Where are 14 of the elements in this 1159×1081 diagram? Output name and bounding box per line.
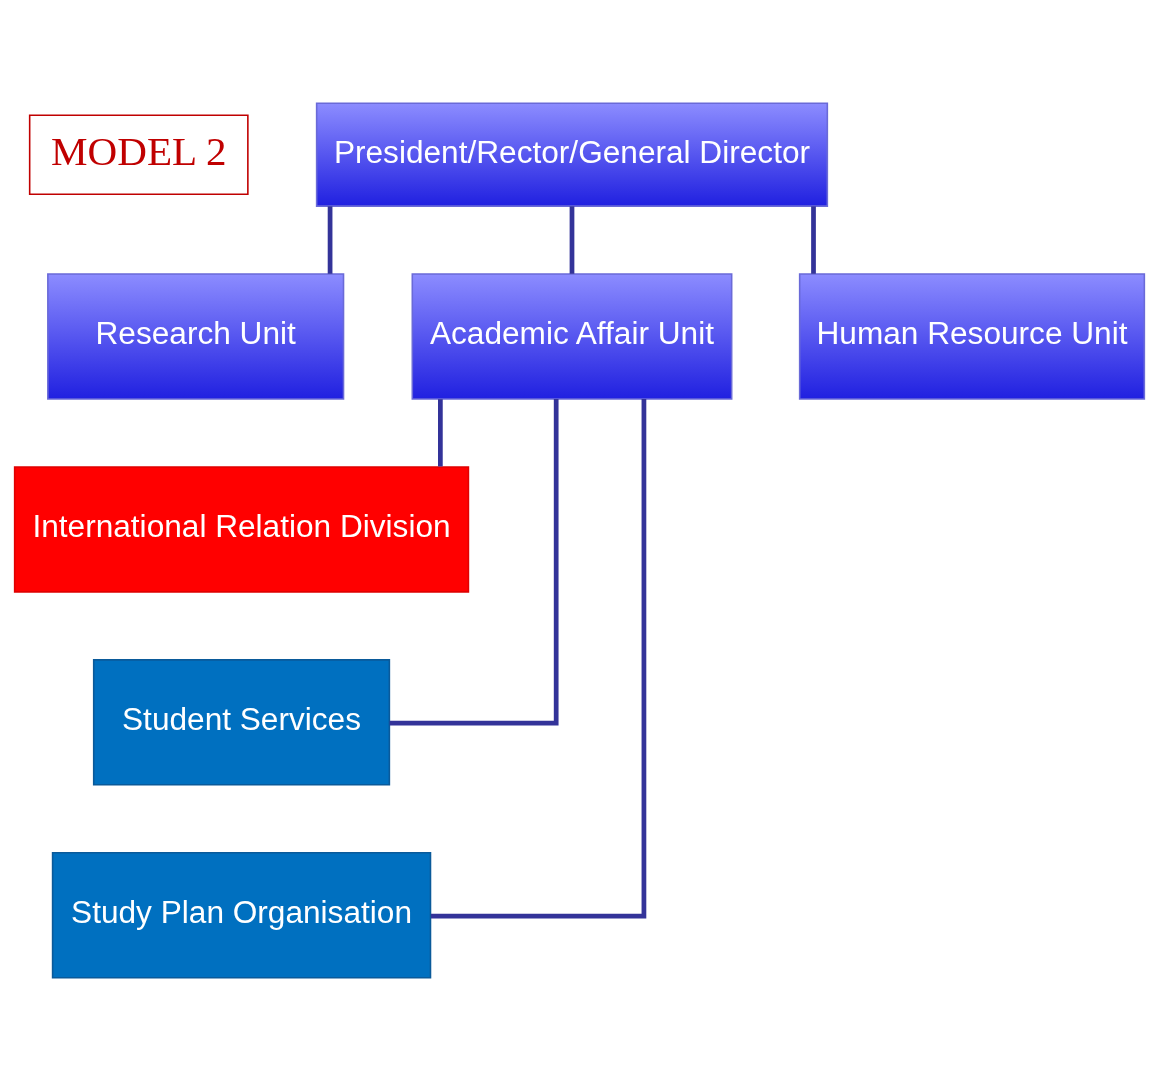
node-box: Study Plan Organisation xyxy=(51,852,432,979)
connector xyxy=(389,399,559,726)
node-box: Human Resource Unit xyxy=(798,273,1146,400)
node-box: Academic Affair Unit xyxy=(411,273,733,400)
connector xyxy=(811,206,816,274)
node-box: Research Unit xyxy=(47,273,345,400)
node-box: Student Services xyxy=(92,659,391,786)
node-box: International Relation Division xyxy=(13,466,470,593)
connector xyxy=(327,206,333,274)
node-box: MODEL 2 xyxy=(28,114,249,196)
connector xyxy=(569,206,575,274)
connector xyxy=(430,399,647,919)
connector xyxy=(438,399,443,467)
node-box: President/Rector/General Director xyxy=(315,102,829,207)
